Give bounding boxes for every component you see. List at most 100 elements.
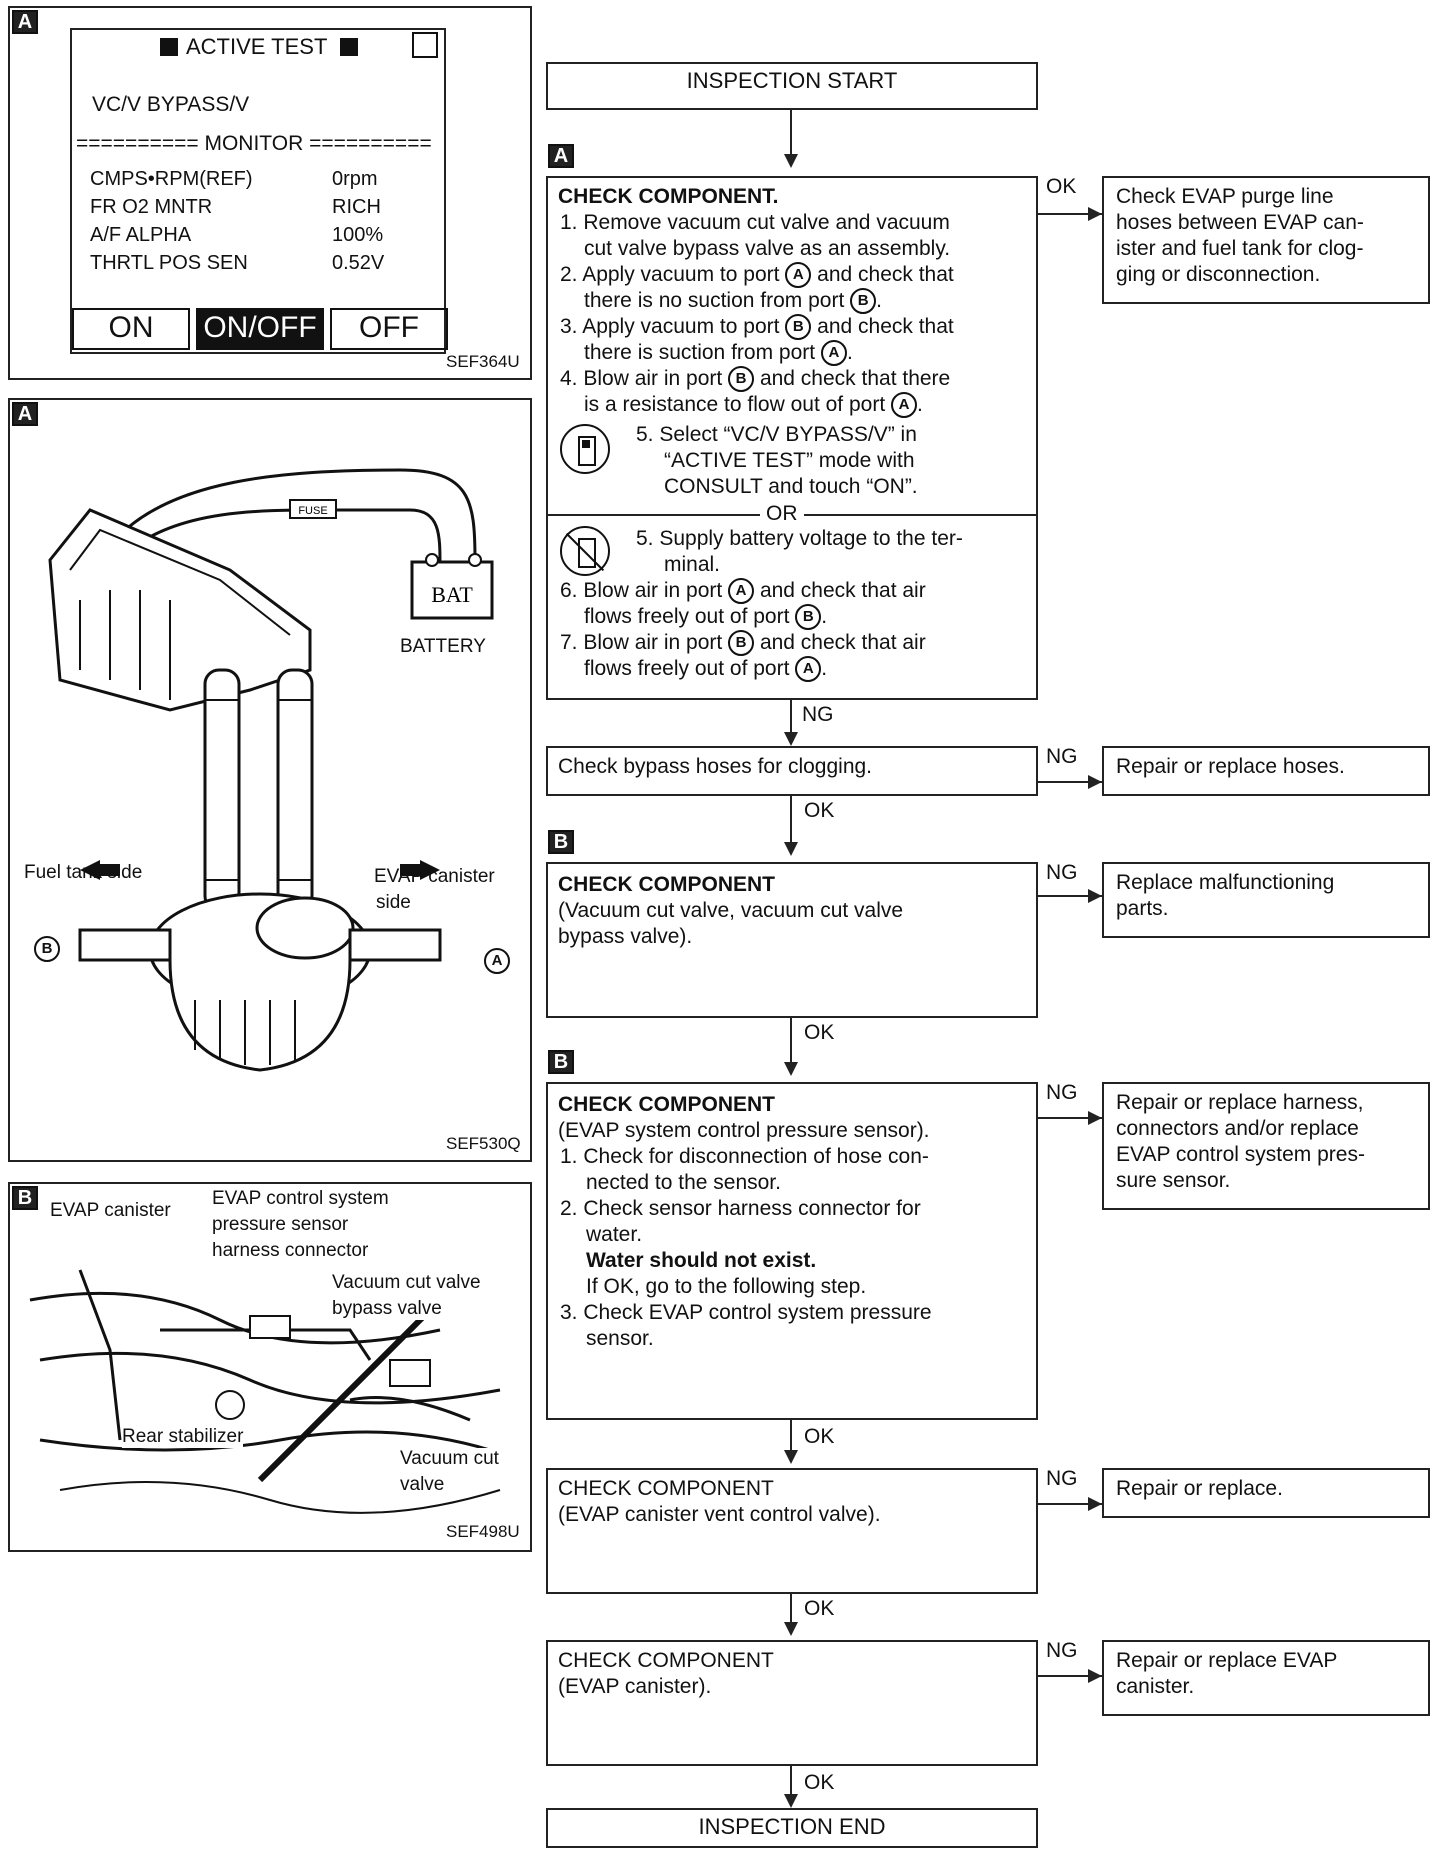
flow-connector xyxy=(1038,1675,1102,1677)
side-line: EVAP control system pres- xyxy=(1116,1143,1365,1166)
monitor-row-label: THRTL POS SEN xyxy=(90,252,248,274)
sensor-connector-label: pressure sensor xyxy=(212,1214,349,1235)
side-line: ister and fuel tank for clog- xyxy=(1116,237,1364,260)
side-action-box xyxy=(1102,746,1430,796)
monitor-row-label: FR O2 MNTR xyxy=(90,196,213,218)
side-action-box xyxy=(1102,862,1430,938)
flow-connector xyxy=(1038,213,1102,215)
arrow-right-icon xyxy=(1088,1669,1102,1683)
step-tag: B xyxy=(548,1050,574,1074)
step-title: CHECK COMPONENT xyxy=(558,1649,774,1672)
step-line: 4. Blow air in port B and check that the… xyxy=(560,366,950,393)
ok-label: OK xyxy=(804,1771,835,1794)
arrow-down-icon xyxy=(784,1794,798,1808)
side-line: parts. xyxy=(1116,897,1169,920)
side-line: canister. xyxy=(1116,1675,1195,1698)
arrow-down-icon xyxy=(784,154,798,168)
step-title: CHECK COMPONENT. xyxy=(558,185,779,208)
inspection-start-label: INSPECTION START xyxy=(686,68,898,93)
evap-canister-label: EVAP canister xyxy=(50,1200,171,1221)
ok-label: OK xyxy=(804,1425,835,1448)
step-line: 7. Blow air in port B and check that air xyxy=(560,630,926,657)
flow-connector xyxy=(790,1420,792,1452)
step-line: (EVAP canister). xyxy=(558,1675,712,1698)
vacuum-cut-valve-label: valve xyxy=(400,1474,445,1496)
step-line: nected to the sensor. xyxy=(586,1171,781,1194)
checkbox-icon[interactable] xyxy=(412,32,438,58)
check-component-box xyxy=(546,1640,1038,1766)
or-divider xyxy=(804,514,1036,516)
ng-label: NG xyxy=(1046,861,1078,884)
flow-connector xyxy=(790,110,792,156)
monitor-row-label: CMPS•RPM(REF) xyxy=(90,168,253,190)
fuel-tank-side-label: Fuel tank side xyxy=(24,862,143,883)
side-line: Repair or replace EVAP xyxy=(1116,1649,1338,1672)
step-line: bypass valve). xyxy=(558,925,693,948)
ok-label: OK xyxy=(804,799,835,822)
panel-tag: A xyxy=(12,10,38,34)
test-item: VC/V BYPASS/V xyxy=(92,93,250,116)
step-line: 1. Check for disconnection of hose con- xyxy=(560,1145,929,1168)
monitor-row-label: A/F ALPHA xyxy=(90,224,192,246)
step-line: water. xyxy=(586,1223,643,1246)
port-a-label: A xyxy=(484,948,510,974)
check-component-box xyxy=(546,1468,1038,1594)
step-line: is a resistance to flow out of port A. xyxy=(584,392,923,419)
side-line: Replace malfunctioning xyxy=(1116,871,1335,894)
off-button[interactable]: OFF xyxy=(330,308,448,350)
vacuum-cut-valve-label: Vacuum cut xyxy=(400,1448,499,1470)
evap-side-label: EVAP canister xyxy=(374,866,495,887)
arrow-down-icon xyxy=(784,842,798,856)
bypass-valve-label: bypass valve xyxy=(332,1298,442,1320)
panel-tag: B xyxy=(12,1186,38,1210)
consult-tool-icon xyxy=(560,424,610,474)
on-button[interactable]: ON xyxy=(72,308,190,350)
ok-label: OK xyxy=(1046,175,1077,198)
panel-tag: A xyxy=(12,402,38,426)
arrow-down-icon xyxy=(784,1062,798,1076)
or-divider xyxy=(548,514,760,516)
on-off-button[interactable]: ON/OFF xyxy=(196,308,324,350)
check-component-box xyxy=(546,862,1038,1018)
step-line: “ACTIVE TEST” mode with xyxy=(664,449,915,472)
step-title: CHECK COMPONENT xyxy=(558,1093,776,1116)
battery-label: BATTERY xyxy=(400,636,486,657)
step-line: there is no suction from port B. xyxy=(584,288,882,315)
arrow-right-icon xyxy=(1088,775,1102,789)
side-line: ging or disconnection. xyxy=(1116,263,1321,286)
step-title: CHECK COMPONENT xyxy=(558,873,776,896)
valve-assembly-drawing: FUSE BAT xyxy=(48,468,494,1072)
step-line: 5. Select “VC/V BYPASS/V” in xyxy=(636,423,917,446)
step-line: 1. Remove vacuum cut valve and vacuum xyxy=(560,211,950,234)
step-line: 3. Apply vacuum to port B and check that xyxy=(560,314,954,341)
or-label: OR xyxy=(766,502,798,525)
ok-label: OK xyxy=(804,1021,835,1044)
side-line: Repair or replace hoses. xyxy=(1116,755,1345,778)
step-line: (EVAP canister vent control valve). xyxy=(558,1503,881,1526)
step-line: 5. Supply battery voltage to the ter- xyxy=(636,527,963,550)
figure-ref: SEF364U xyxy=(446,352,520,371)
side-line: Repair or replace harness, xyxy=(1116,1091,1364,1114)
sensor-connector-label: EVAP control system xyxy=(212,1188,389,1209)
flow-connector xyxy=(1038,895,1102,897)
step-title: CHECK COMPONENT xyxy=(558,1477,774,1500)
arrow-down-icon xyxy=(784,1450,798,1464)
side-action-box xyxy=(1102,1640,1430,1716)
step-line: there is suction from port A. xyxy=(584,340,853,367)
consult-title: ACTIVE TEST xyxy=(186,34,328,59)
step-line: cut valve bypass valve as an assembly. xyxy=(584,237,951,260)
side-line: connectors and/or replace xyxy=(1116,1117,1359,1140)
step-tag: B xyxy=(548,830,574,854)
step-line: CONSULT and touch “ON”. xyxy=(664,475,918,498)
flow-connector xyxy=(1038,1503,1102,1505)
arrow-right-icon xyxy=(1088,889,1102,903)
location-drawing xyxy=(29,1269,501,1514)
port-b-label: B xyxy=(34,936,60,962)
check-hoses-box xyxy=(546,746,1038,796)
flow-connector xyxy=(790,700,792,734)
fuse-label: FUSE xyxy=(298,505,327,517)
side-line: Check EVAP purge line xyxy=(1116,185,1334,208)
monitor-row-value: RICH xyxy=(332,196,381,218)
step-line: 2. Apply vacuum to port A and check that xyxy=(560,262,954,289)
